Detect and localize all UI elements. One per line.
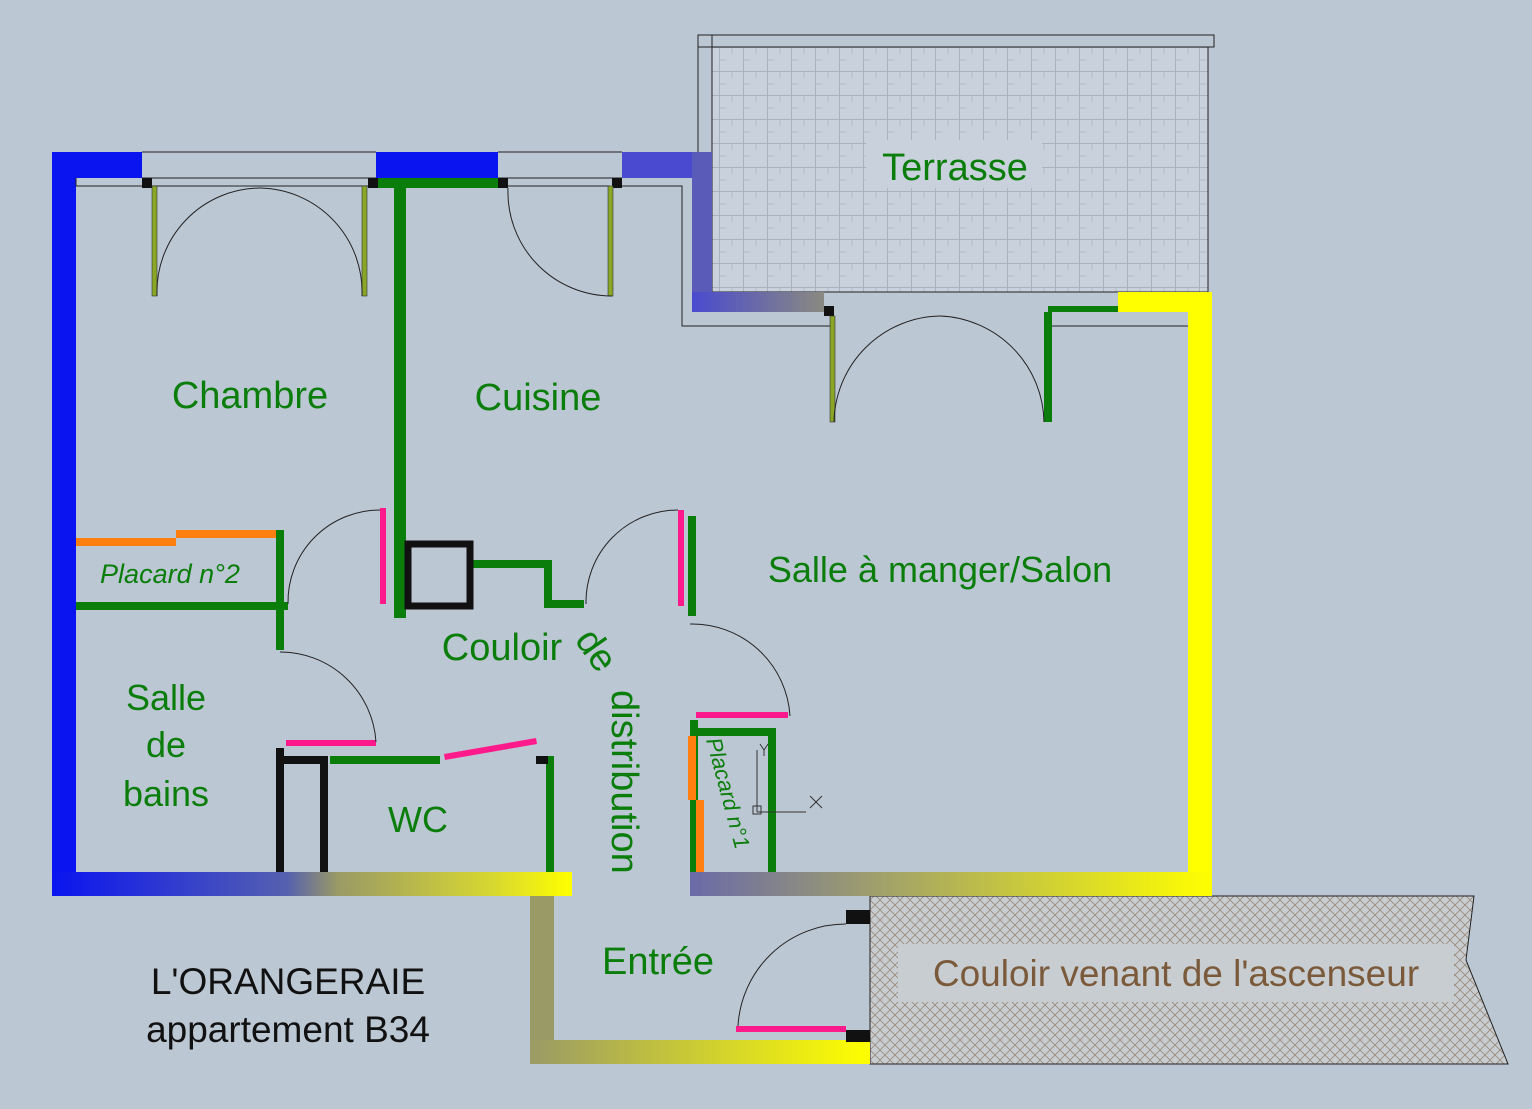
title-building: L'ORANGERAIE <box>151 961 425 1002</box>
label-entree: Entrée <box>602 941 714 983</box>
label-salon: Salle à manger/Salon <box>768 549 1112 590</box>
door-leaves <box>151 185 836 423</box>
trims-pink <box>286 508 846 1032</box>
label-chambre: Chambre <box>172 375 328 417</box>
label-cuisine: Cuisine <box>475 377 602 419</box>
label-placard2: Placard n°2 <box>100 559 240 589</box>
partitions <box>76 178 1118 872</box>
label-placard1: Placard n°1 <box>701 735 755 852</box>
label-couloir-de: de <box>567 621 626 680</box>
title-apartment: appartement B34 <box>146 1009 430 1050</box>
label-salle-line2: de <box>146 724 186 765</box>
label-couloir-distribution: distribution <box>603 690 645 874</box>
label-wc: WC <box>388 799 448 840</box>
placards-orange <box>76 530 704 872</box>
label-couloir: Couloir <box>442 627 563 669</box>
ucs-axis-icon <box>752 743 823 815</box>
exterior-walls <box>52 151 1212 1064</box>
label-salle-line1: Salle <box>126 677 206 718</box>
door-swings <box>156 187 1045 1027</box>
structural-black <box>142 178 834 872</box>
label-couloir-ascenseur: Couloir venant de l'ascenseur <box>933 953 1419 994</box>
label-terrasse: Terrasse <box>882 147 1028 189</box>
label-salle-line3: bains <box>123 773 209 814</box>
